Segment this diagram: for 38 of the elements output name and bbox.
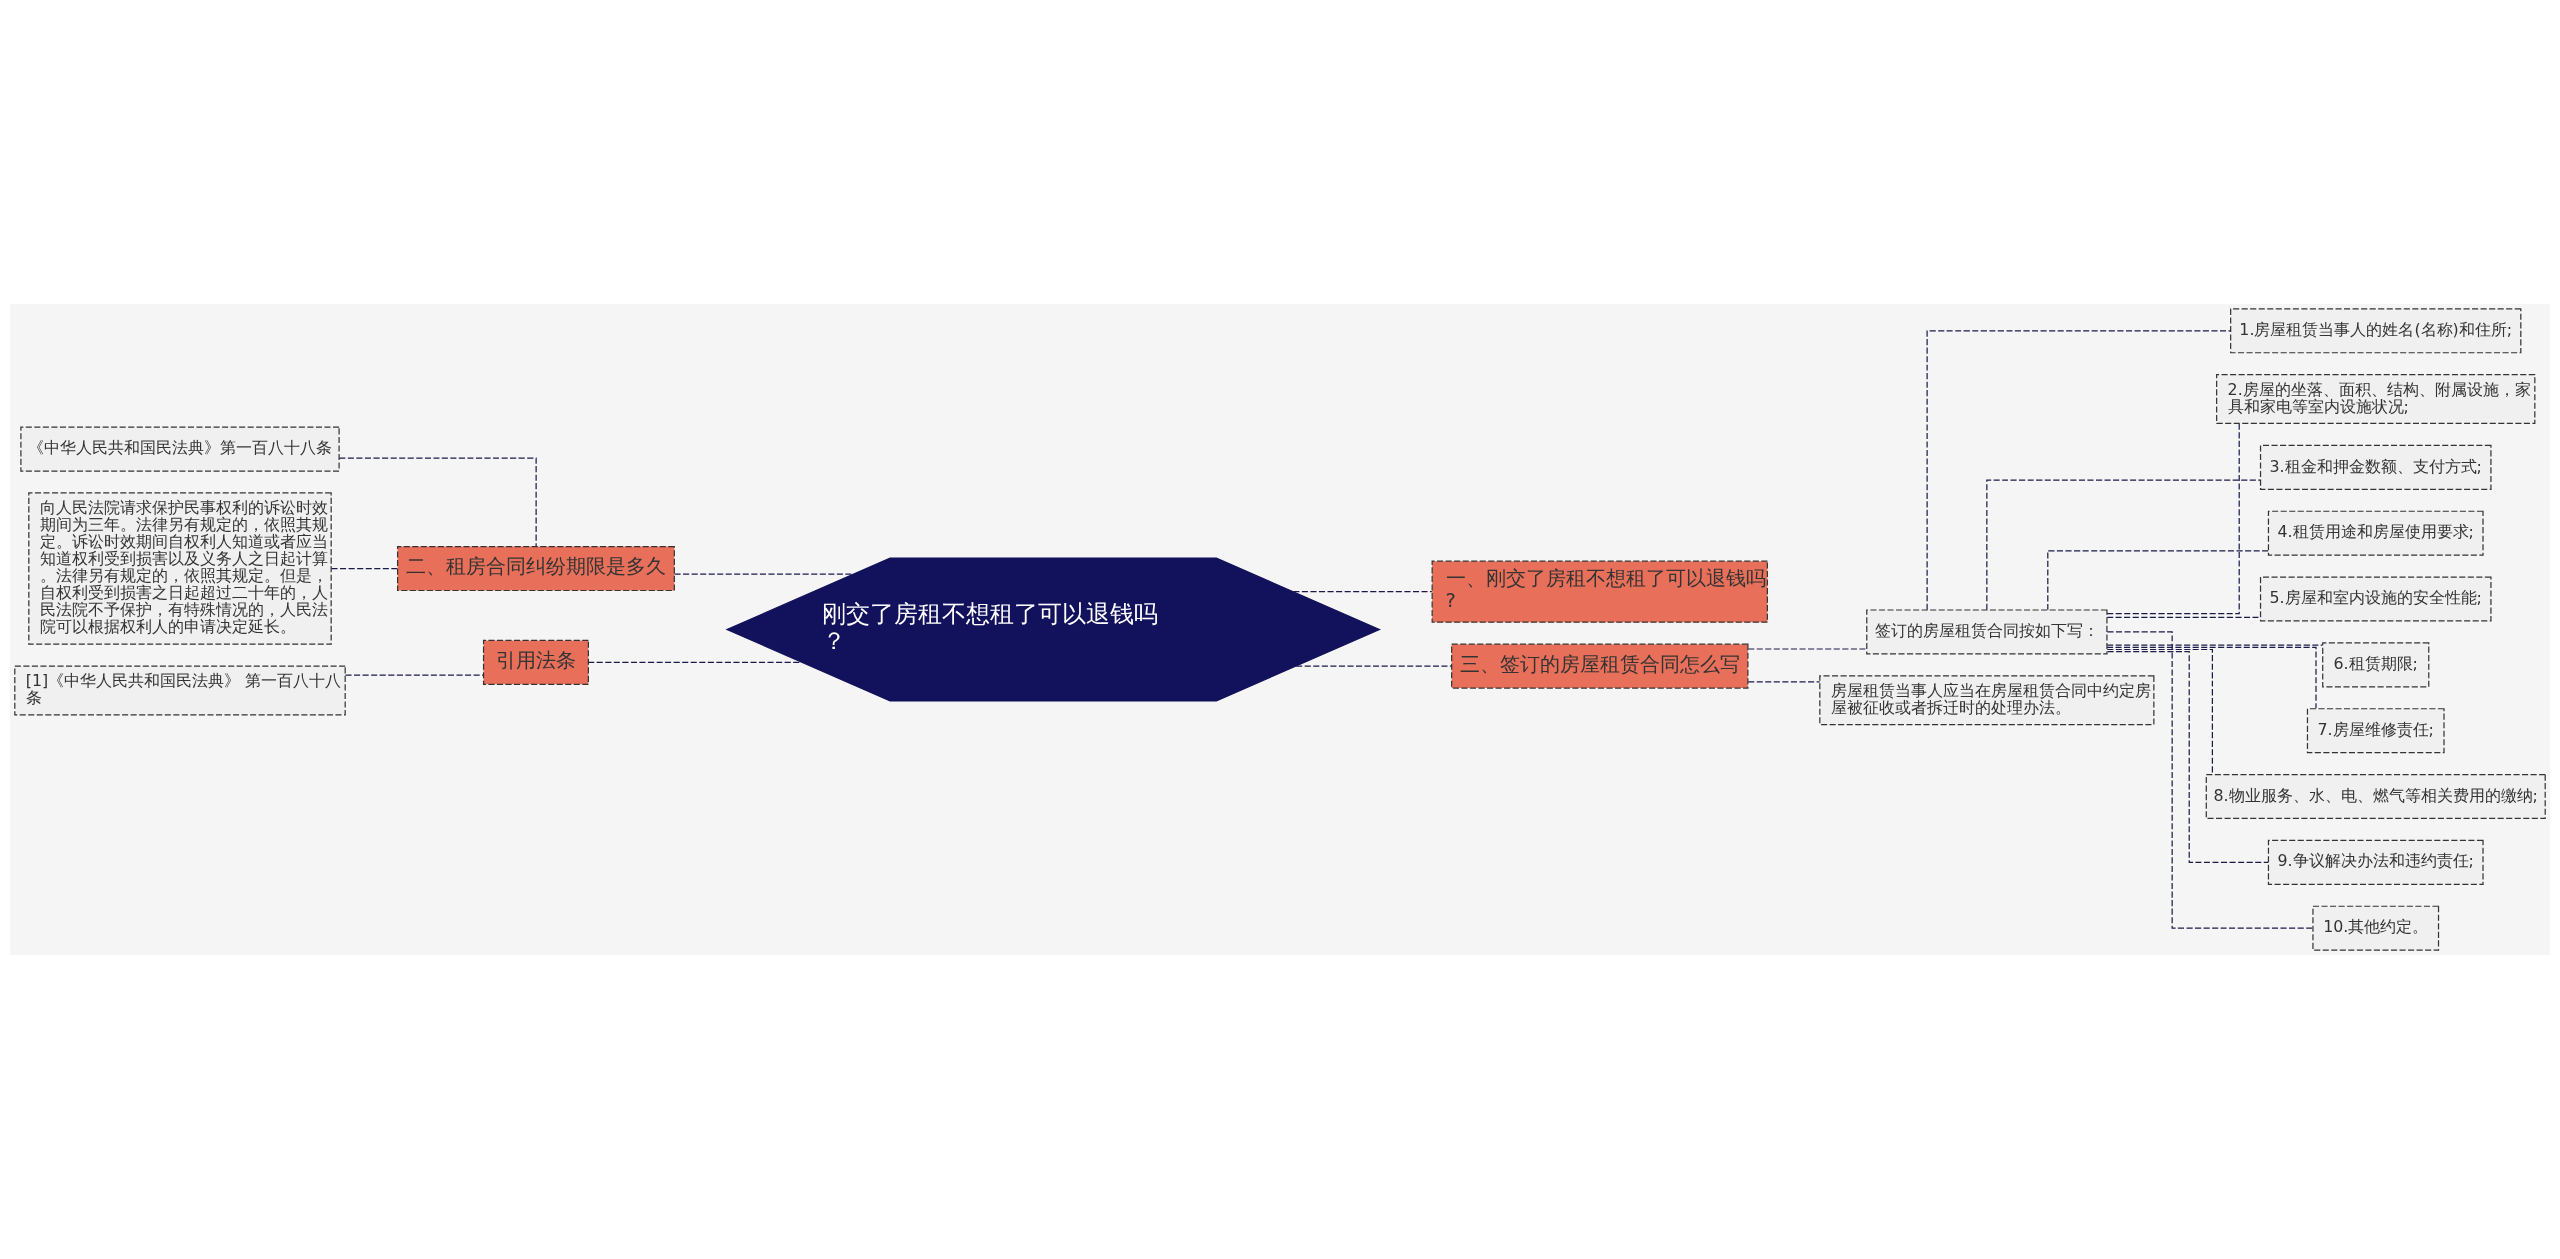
connector xyxy=(344,674,484,676)
node-box: 签订的房屋租赁合同按如下写： xyxy=(1866,609,2108,655)
node-box: 《中华人民共和国民法典》第一百八十八条 xyxy=(20,426,340,472)
node-box: 10.其他约定。 xyxy=(2312,905,2440,951)
node-box: 6.租赁期限; xyxy=(2322,642,2430,688)
node-box: 7.房屋维修责任; xyxy=(2306,708,2445,754)
connector xyxy=(2106,651,2269,863)
node-box: 三、签订的房屋租赁合同怎么写 xyxy=(1451,643,1749,689)
connector xyxy=(2106,423,2240,615)
connector xyxy=(1747,648,1868,650)
connector xyxy=(2106,616,2261,618)
node-box: 一、刚交了房租不想租了可以退钱吗? xyxy=(1431,560,1768,623)
node-box: 引用法条 xyxy=(482,639,589,685)
node-box: 9.争议解决办法和违约责任; xyxy=(2267,839,2484,885)
connector xyxy=(2106,646,2317,709)
node-box: 1.房屋租赁当事人的姓名(名称)和住所; xyxy=(2230,308,2522,354)
node-box: 2.房屋的坐落、面积、结构、附属设施，家具和家电等室内设施状况; xyxy=(2216,374,2536,425)
connector xyxy=(2047,550,2269,611)
node-box: [1]《中华人民共和国民法典》 第一百八十八条 xyxy=(14,665,346,716)
node-box: 向人民法院请求保护民事权利的诉讼时效期间为三年。法律另有规定的，依照其规定。诉讼时效期间自权利人知道或者应当知道权利受到损害以及义务人之日起计算。法律另有规定的，依照其规定。但是，自权利受到损害之日起超过二十年的，人民法院不予保护，有特殊情况的，人民法院可以根据权利人的申请决定延长。 xyxy=(28,492,332,645)
connector xyxy=(1295,665,1452,667)
node-box: 5.房屋和室内设施的安全性能; xyxy=(2259,576,2492,622)
node-box: 3.租金和押金数额、支付方式; xyxy=(2259,444,2492,490)
connector xyxy=(2106,644,2324,646)
connector xyxy=(330,567,398,570)
connector xyxy=(338,457,537,547)
connector xyxy=(1926,330,2231,611)
connector xyxy=(2106,631,2314,929)
connector xyxy=(587,661,803,664)
node-box: 8.物业服务、水、电、燃气等相关费用的缴纳; xyxy=(2205,773,2546,820)
connector xyxy=(1292,591,1433,593)
node-box: 二、租房合同纠纷期限是多久 xyxy=(397,546,675,592)
node-box: 房屋租赁当事人应当在房屋租赁合同中约定房屋被征收或者拆迁时的处理办法。 xyxy=(1819,675,2155,726)
connector xyxy=(1747,681,1821,683)
connector xyxy=(674,573,854,575)
node-box: 4.租赁用途和房屋使用要求; xyxy=(2267,510,2484,556)
connector xyxy=(1986,479,2261,611)
connector xyxy=(2106,648,2213,776)
